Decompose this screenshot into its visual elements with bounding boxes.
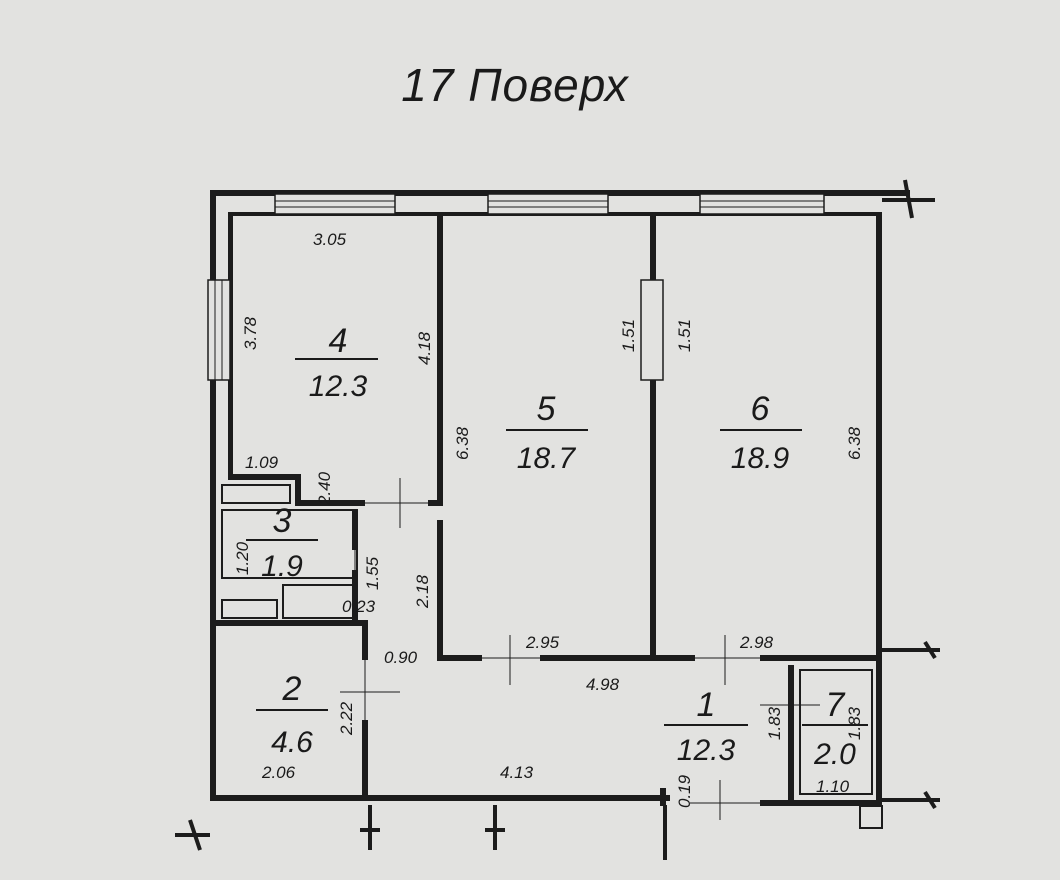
room-4: 4 12.3 — [295, 322, 378, 403]
dim-label: 2.40 — [315, 471, 334, 506]
dim-label: 1.09 — [245, 453, 279, 472]
dim-label: 0.23 — [342, 597, 376, 616]
dim-label: 1.55 — [363, 556, 382, 590]
room-7: 7 2.0 — [802, 686, 868, 771]
dim-label: 1.20 — [233, 541, 252, 575]
dim-label: 2.98 — [739, 633, 774, 652]
interior-walls — [215, 215, 882, 800]
room-1: 1 12.3 — [664, 686, 748, 767]
break-markers — [175, 179, 940, 860]
dim-label: 4.18 — [415, 331, 434, 365]
dim-label: 3.78 — [241, 316, 260, 350]
dim-label: 2.95 — [525, 633, 560, 652]
room-number: 3 — [273, 502, 292, 540]
dim-label: 2.18 — [413, 574, 432, 609]
dim-label: 1.83 — [845, 706, 864, 740]
dim-label: 4.13 — [500, 763, 534, 782]
room-area: 12.3 — [677, 734, 736, 767]
dim-label: 2.06 — [261, 763, 296, 782]
room-area: 18.9 — [731, 442, 790, 475]
dim-label: 1.10 — [816, 777, 850, 796]
dim-label: 1.51 — [619, 319, 638, 352]
room-labels: 4 12.3 5 18.7 6 18.9 3 1.9 2 4.6 1 12.3 — [246, 322, 868, 771]
room-area: 1.9 — [261, 550, 303, 583]
room-area: 12.3 — [309, 370, 368, 403]
room-number: 2 — [282, 670, 302, 708]
dim-label: 0.19 — [675, 774, 694, 808]
room-number: 5 — [537, 390, 556, 428]
room-number: 7 — [826, 686, 846, 724]
room-number: 4 — [329, 322, 348, 360]
room-6: 6 18.9 — [720, 390, 802, 475]
room-area: 4.6 — [271, 726, 313, 759]
dim-label: 6.38 — [845, 426, 864, 460]
room-area: 2.0 — [813, 738, 856, 771]
dimension-labels: 3.05 3.78 4.18 1.09 2.40 1.20 1.55 0.23 … — [233, 230, 864, 808]
dim-label: 0.90 — [384, 648, 418, 667]
room-5: 5 18.7 — [506, 390, 588, 475]
windows — [207, 193, 825, 381]
door-markers — [340, 478, 820, 820]
room-3: 3 1.9 — [246, 502, 318, 583]
dim-label: 6.38 — [453, 426, 472, 460]
room-number: 6 — [751, 390, 770, 428]
dim-label: 3.05 — [313, 230, 347, 249]
room-2: 2 4.6 — [256, 670, 328, 759]
dim-label: 1.51 — [675, 319, 694, 352]
dim-label: 2.22 — [337, 701, 356, 736]
room-number: 1 — [697, 686, 716, 724]
room-area: 18.7 — [517, 442, 577, 475]
dim-label: 4.98 — [586, 675, 620, 694]
floor-title: 17 Поверх — [401, 59, 629, 111]
dim-label: 1.83 — [765, 706, 784, 740]
